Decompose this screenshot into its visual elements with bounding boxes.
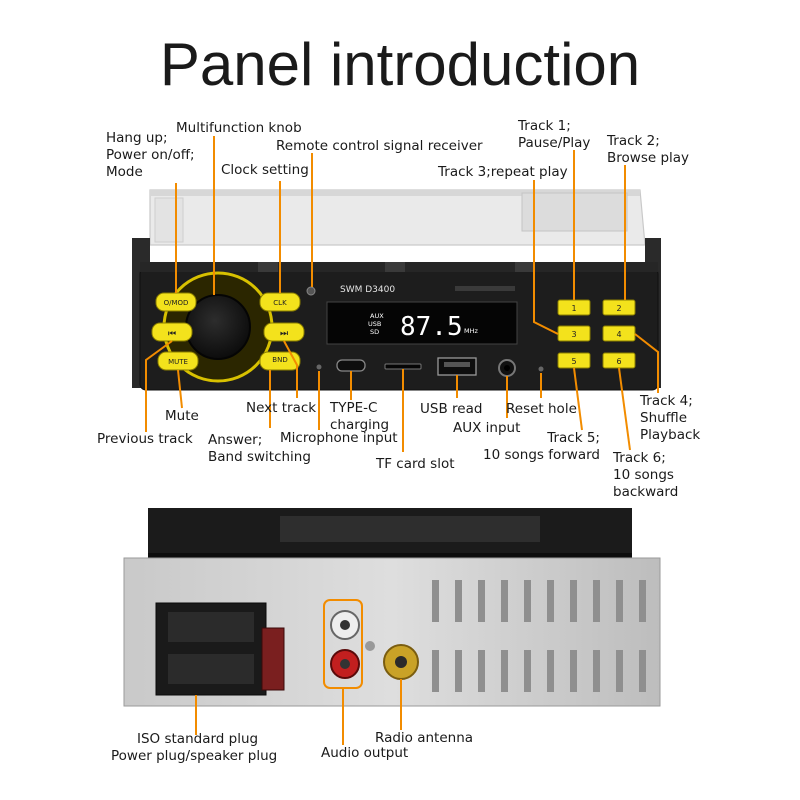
band-button[interactable]: BND <box>259 351 301 371</box>
reset-hole[interactable] <box>538 366 544 372</box>
label-previous-track: Previous track <box>97 431 193 447</box>
label-track6: Track 6; 10 songs backward <box>613 450 679 500</box>
preset-button-1[interactable]: 1 <box>557 299 591 316</box>
preset-button-5[interactable]: 5 <box>557 352 591 369</box>
tf-card-slot[interactable] <box>384 363 422 370</box>
label-microphone: Microphone input <box>280 430 398 446</box>
label-clock-setting: Clock setting <box>221 162 309 178</box>
label-usb-read: USB read <box>420 401 483 417</box>
label-iso-plug: ISO standard plug Power plug/speaker plu… <box>111 731 278 764</box>
display-unit: MHz <box>464 327 478 335</box>
next-track-button[interactable]: ⏭ <box>263 322 305 342</box>
iso-plug[interactable] <box>155 602 285 696</box>
band-button-label: BND <box>272 356 287 364</box>
preset-button-4[interactable]: 4 <box>602 325 636 342</box>
lcd-display <box>326 301 518 345</box>
label-aux-input: AUX input <box>453 420 521 436</box>
page-title: Panel introduction <box>159 31 641 98</box>
mode-button[interactable]: O/MOD <box>155 292 197 312</box>
display-frequency: 87.5 <box>400 312 463 342</box>
mute-button[interactable]: MUTE <box>157 351 199 371</box>
label-audio-output: Audio output <box>321 745 409 761</box>
label-track2: Track 2; Browse play <box>607 133 690 166</box>
preset-button-2[interactable]: 2 <box>602 299 636 316</box>
display-mode-usb: USB <box>368 320 381 328</box>
preset-label-6: 6 <box>616 357 621 366</box>
mute-button-label: MUTE <box>168 358 188 366</box>
label-track3: Track 3;repeat play <box>438 164 568 180</box>
callout-lines-front <box>145 136 659 452</box>
prev-icon: ⏮ <box>168 329 176 339</box>
label-track1: Track 1; Pause/Play <box>518 118 591 151</box>
clock-button[interactable]: CLK <box>259 292 301 312</box>
label-track4: Track 4; Shuffle Playback <box>640 393 701 443</box>
prev-track-button[interactable]: ⏮ <box>151 322 193 342</box>
label-reset-hole: Reset hole <box>506 401 577 417</box>
mode-button-label: O/MOD <box>164 299 189 307</box>
label-answer-band: Answer; Band switching <box>208 432 311 465</box>
remote-receiver <box>306 286 316 296</box>
label-tf-card: TF card slot <box>376 456 455 472</box>
microphone-hole <box>316 364 322 370</box>
rear-unit <box>123 508 661 707</box>
label-multifunction-knob: Multifunction knob <box>176 120 302 136</box>
label-remote-receiver: Remote control signal receiver <box>276 138 483 154</box>
next-icon: ⏭ <box>280 329 288 339</box>
preset-label-1: 1 <box>571 304 576 313</box>
model-name: SWM D3400 <box>340 285 395 295</box>
front-unit: O/MOD CLK ⏮ ⏭ MUTE BND SWM D3400 AUX <box>132 189 661 391</box>
display-mode-aux: AUX <box>370 312 384 320</box>
display-mode-sd: SD <box>370 328 379 336</box>
preset-label-2: 2 <box>616 304 621 313</box>
preset-label-5: 5 <box>571 357 576 366</box>
vent-slots <box>432 580 646 692</box>
preset-button-3[interactable]: 3 <box>557 325 591 342</box>
preset-button-6[interactable]: 6 <box>602 352 636 369</box>
label-track5: Track 5; 10 songs forward <box>483 430 600 463</box>
label-hangup: Hang up; Power on/off; Mode <box>106 130 195 180</box>
typec-port[interactable] <box>336 359 366 372</box>
clock-button-label: CLK <box>273 299 287 307</box>
label-mute: Mute <box>165 408 199 424</box>
callout-lines-rear <box>195 599 402 745</box>
label-radio-antenna: Radio antenna <box>375 730 474 746</box>
label-typec: TYPE-C charging <box>330 400 390 433</box>
label-next-track: Next track <box>246 400 317 416</box>
preset-label-3: 3 <box>571 330 576 339</box>
preset-label-4: 4 <box>616 330 621 339</box>
